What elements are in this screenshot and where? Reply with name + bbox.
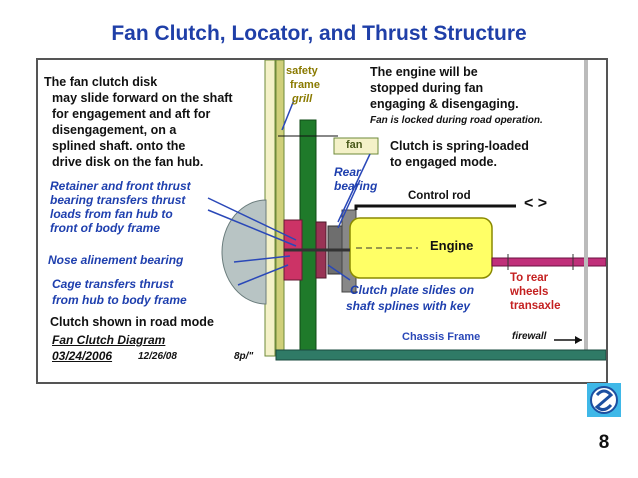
nose-bearing-label: Nose alinement bearing	[48, 253, 184, 267]
engine-note-line-1: The engine will be	[370, 65, 478, 79]
retainer-line-1: Retainer and front thrust	[50, 179, 191, 193]
firewall-line	[584, 60, 588, 356]
retainer-line-4: front of body frame	[50, 221, 160, 235]
engine-block	[349, 217, 493, 279]
cage-line-2: from hub to body frame	[52, 293, 187, 307]
rear-bearing-label-2: bearing	[334, 179, 378, 193]
fan-label: fan	[346, 139, 363, 151]
chassis-frame-label: Chassis Frame	[402, 331, 481, 343]
clutch-spring-line-2: to engaged mode.	[390, 155, 497, 169]
rear-bearing-label-1: Rear	[334, 165, 361, 179]
clutch-plate-line-2: shaft splines with key	[346, 299, 471, 313]
rear-wheels-line-1: To rear	[510, 272, 549, 284]
chassis-frame-bar	[275, 349, 606, 361]
round-logo-icon	[587, 383, 621, 417]
safety-label-3: grill	[292, 93, 313, 105]
rear-wheels-line-2: wheels	[510, 286, 549, 298]
control-rod-label: Control rod	[408, 190, 471, 202]
disk-note-line-3: for engagement and aft for	[52, 107, 211, 121]
safety-label-1: safety	[286, 65, 318, 77]
clutch-spring-line-1: Clutch is spring-loaded	[390, 139, 529, 153]
cage-line-1: Cage transfers thrust	[52, 277, 174, 291]
engine-label: Engine	[430, 238, 474, 253]
disk-note-line-2: may slide forward on the shaft	[52, 91, 233, 105]
disk-note-line-1: The fan clutch disk	[44, 75, 158, 89]
clutch-plate-line-1: Clutch plate slides on	[350, 283, 475, 297]
fan-label-box	[333, 137, 379, 155]
date-label-1: 03/24/2006	[52, 349, 113, 363]
safety-label-2: frame	[290, 79, 320, 91]
rear-shaft	[491, 257, 606, 267]
diagram-title-label: Fan Clutch Diagram	[52, 333, 166, 347]
safety-grill	[275, 60, 285, 357]
control-rod-arrows: < >	[524, 195, 548, 212]
firewall-arrowhead	[575, 336, 582, 344]
page-number: 8	[598, 432, 610, 453]
date-label-2: 12/26/08	[138, 351, 177, 362]
firewall-label: firewall	[512, 331, 547, 342]
fan-locked-note: Fan is locked during road operation.	[370, 115, 543, 126]
diagram-drawing	[207, 60, 606, 361]
engine-note-line-3: engaging & disengaging.	[370, 97, 519, 111]
engine-note-line-2: stopped during fan	[370, 81, 484, 95]
control-rod	[354, 204, 516, 210]
leader-lines	[207, 99, 371, 286]
disk-note-line-5: splined shaft. onto the	[52, 139, 186, 153]
road-mode-label: Clutch shown in road mode	[50, 315, 214, 329]
fan-clutch-diagram: The fan clutch disk may slide forward on…	[36, 58, 608, 384]
retainer-line-2: bearing transfers thrust	[50, 193, 186, 207]
disk-note-line-4: disengagement, on a	[52, 123, 177, 137]
slide-title: Fan Clutch, Locator, and Thrust Structur…	[111, 22, 527, 45]
disk-note-line-6: drive disk on the fan hub.	[52, 155, 204, 169]
diagram-code-label: 8p/"	[234, 351, 254, 362]
rear-wheels-line-3: transaxle	[510, 300, 561, 312]
retainer-line-3: loads from fan hub to	[50, 207, 173, 221]
